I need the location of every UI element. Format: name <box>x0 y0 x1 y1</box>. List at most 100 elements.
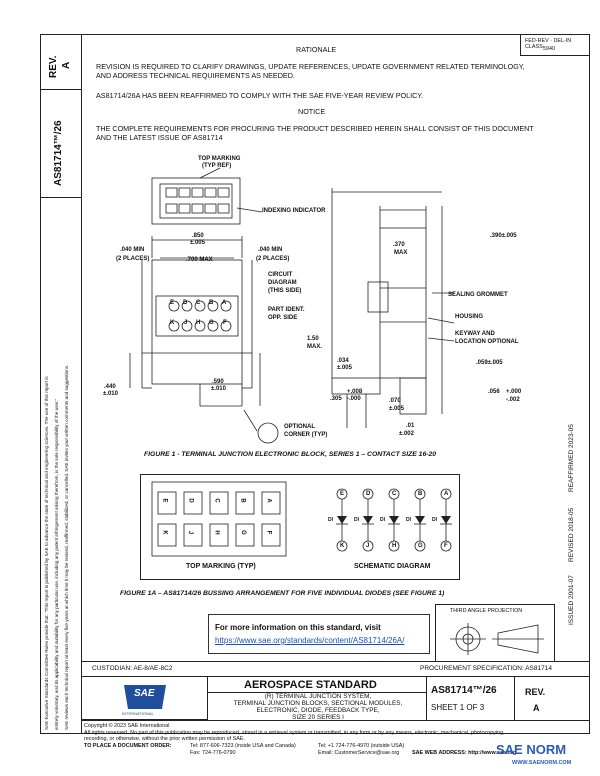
fig1-dim-040-left: .040 MIN <box>120 247 145 253</box>
fig1a-top-marking-typ: TOP MARKING (TYP) <box>186 563 256 570</box>
notice-title: NOTICE <box>298 107 326 116</box>
fig1-circuit-diagram: CIRCUIT <box>268 272 293 278</box>
sae-logo <box>124 685 166 709</box>
figure-1a-drawing <box>151 481 452 557</box>
figure-1-caption: FIGURE 1 - TERMINAL JUNCTION ELECTRONIC … <box>144 451 437 458</box>
fig1-dim-370-max: MAX <box>394 250 408 256</box>
sae-logo-text: SAE <box>134 688 155 699</box>
fig1-dim-008-b: -.000 <box>347 396 361 402</box>
top-marking-outline <box>151 177 241 225</box>
fig1-dim-590: .590 <box>212 379 224 385</box>
header-class-box: FED-REV · DEL-IN CLASS 5940 <box>520 34 590 56</box>
fig1a-diode-label-5: DI <box>432 517 437 523</box>
fig1a-cell-f: F <box>265 530 272 535</box>
fig1-letters-top-d: D <box>183 300 188 306</box>
standard-title: AEROSPACE STANDARD <box>244 679 377 691</box>
rationale-paragraph-1: REVISION IS REQUIRED TO CLARIFY DRAWINGS… <box>96 62 525 80</box>
logo-cell: SAE INTERNATIONAL <box>82 676 208 720</box>
rationale-title: RATIONALE <box>296 45 337 54</box>
watermark-url: WWW.SAENORM.COM <box>512 760 572 766</box>
fig1a-diode-label-1: DI <box>328 517 333 523</box>
title-block-top-rule <box>82 661 590 662</box>
footer-web: SAE WEB ADDRESS: http://www.sae.org <box>412 750 517 756</box>
fig1-letters-top-e: E <box>170 300 175 306</box>
fig1-letters-top-a: A <box>222 300 227 306</box>
info-box-link[interactable]: https://www.sae.org/standards/content/AS… <box>215 636 405 645</box>
fig1a-sch-b: B <box>418 491 423 497</box>
fig1-dim-370: .370 <box>393 242 405 248</box>
fig1-optional-corner: OPTIONAL <box>284 424 315 430</box>
fig1-letters-bottom-k: K <box>170 320 175 326</box>
watermark-brand: SAE NORM <box>496 742 567 757</box>
figure-1-drawing <box>129 167 455 444</box>
footer-rights: All rights reserved. No part of this pub… <box>84 730 505 736</box>
notice-paragraph: THE COMPLETE REQUIREMENTS FOR PROCURING … <box>96 124 534 142</box>
fig1-part-ident: PART IDENT. <box>268 307 305 313</box>
fig1-letters-bottom-g: G <box>209 320 214 326</box>
title-desc-4: SIZE 20 SERIES I <box>292 714 344 721</box>
fig1-dim-056-b: +.000 <box>506 389 522 395</box>
sidebar-docnum-box: AS81714™/26 <box>40 90 82 198</box>
sae-logo-sub: INTERNATIONAL <box>122 711 154 716</box>
fig1-letters-top-b: B <box>209 300 214 306</box>
fig1-dim-440-tol: ±.010 <box>103 391 118 397</box>
fig1-dim-850-tol: ±.005 <box>190 240 205 246</box>
fig1-dim-440: .440 <box>104 384 116 390</box>
fig1-typ-ref: (TYP REF) <box>202 163 232 169</box>
fig1-dim-150-max: MAX. <box>307 344 322 350</box>
sidebar-disclaimer-2: entirely voluntary, and its applicabilit… <box>54 398 59 730</box>
fig1-optional-corner-2: CORNER (TYP) <box>284 432 328 438</box>
fig1a-diode-label-2: DI <box>354 517 359 523</box>
title-desc-1: (R) TERMINAL JUNCTION SYSTEM, <box>264 693 372 700</box>
fig1-dim-150: 1.50 <box>307 336 319 342</box>
footer-fax: Fax: 724-776-0790 <box>190 750 236 756</box>
footer-rights-2: recording, or otherwise, without the pri… <box>84 736 245 742</box>
issued-date: ISSUED 2001-07 <box>568 575 575 625</box>
title-rev-value: A <box>533 703 540 713</box>
title-description: (R) TERMINAL JUNCTION SYSTEM, TERMINAL J… <box>214 693 422 721</box>
fig1a-diode-label-3: DI <box>380 517 385 523</box>
fig1-dim-01: .01 <box>406 423 415 429</box>
fig1a-sch-k: K <box>340 543 345 549</box>
fig1-dim-850: .850 <box>192 233 204 239</box>
fig1-dim-305: .305 <box>330 396 342 402</box>
title-sheet: SHEET 1 OF 3 <box>431 703 485 712</box>
saenorm-watermark: SAE NORM WWW.SAENORM.COM <box>490 738 600 776</box>
footer-email: Email: CustomerService@sae.org <box>318 750 400 756</box>
standard-title-rule <box>208 692 426 693</box>
title-block-bottom-rule <box>82 720 590 721</box>
fig1a-sch-e: E <box>340 491 345 497</box>
fig1a-sch-f: F <box>444 543 448 549</box>
projection-box: THIRD ANGLE PROJECTION <box>435 604 555 662</box>
fig1-dim-056-c: -.002 <box>506 397 520 403</box>
fig1-indexing-indicator: INDEXING INDICATOR <box>262 208 326 214</box>
header-class-line1: FED-REV · DEL-IN CLASS <box>525 38 572 50</box>
top-marking-keys <box>165 187 230 214</box>
page-frame <box>40 34 590 734</box>
title-rev-label: REV. <box>525 687 546 697</box>
fig1-circuit-diagram-2: DIAGRAM <box>268 280 297 286</box>
fig1-top-marking: TOP MARKING <box>198 156 241 162</box>
fig1-dim-390: .390±.005 <box>490 233 517 239</box>
fig1a-sch-a: A <box>444 491 449 497</box>
fig1a-sch-g: G <box>418 543 423 549</box>
figure-1a-caption: FIGURE 1A – AS81714/26 BUSSING ARRANGEME… <box>120 590 445 597</box>
fig1-dim-008: +.008 <box>347 389 363 395</box>
fig1-dim-034-tol: ±.005 <box>337 365 352 371</box>
fig1a-cell-c: C <box>213 498 220 503</box>
fig1-housing: HOUSING <box>455 314 484 320</box>
revised-date: REVISED 2018-05 <box>568 507 575 562</box>
front-view-body <box>151 259 243 385</box>
footer-tel: Tel: 877-606-7323 (inside USA and Canada… <box>190 743 296 749</box>
sidebar-rev-box: REV. A <box>40 34 82 90</box>
fig1a-cell-h: H <box>213 530 220 535</box>
sidebar-rev-label: REV. <box>48 55 59 78</box>
fig1-circuit-diagram-3: (THIS SIDE) <box>268 288 302 294</box>
fig1-dim-070: .070 <box>389 398 401 404</box>
procurement-specification: PROCUREMENT SPECIFICATION: AS81714 <box>420 665 552 672</box>
fig1a-sch-c: C <box>392 491 397 497</box>
footer-order-label: TO PLACE A DOCUMENT ORDER: <box>84 743 172 749</box>
sidebar-doc-number: AS81714™/26 <box>53 120 64 186</box>
info-box: For more information on this standard, v… <box>208 614 430 654</box>
fig1-letters-bottom-j: J <box>184 320 188 326</box>
